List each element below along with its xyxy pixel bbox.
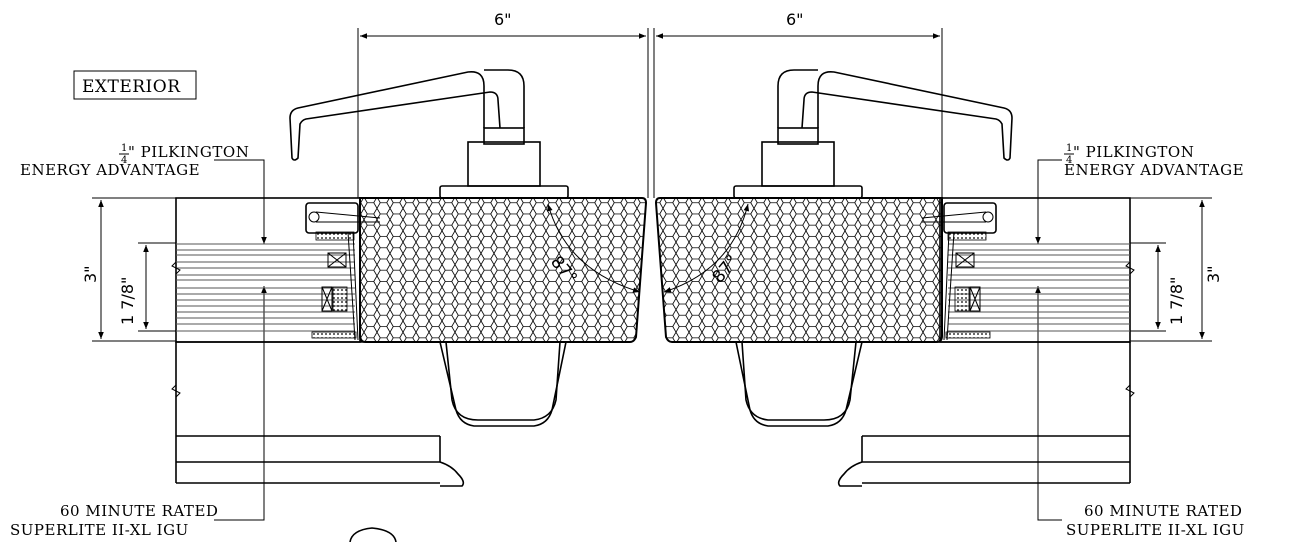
left-frame-depth-label: 3" [81, 265, 100, 283]
right-igu-label-line1: 60 MINUTE RATED [1084, 502, 1242, 520]
width-dimension-left: 6" [494, 10, 512, 29]
right-glass-label-line2: ENERGY ADVANTAGE [1064, 161, 1244, 179]
right-depth-dimensions: 3" 1 7/8" [1130, 197, 1223, 342]
top-dimension-left: 6" [357, 10, 649, 198]
right-glass-callout: 1 4 " PILKINGTON ENERGY ADVANTAGE [1035, 143, 1244, 244]
break-marks [171, 261, 1135, 398]
right-igu-label-line2: SUPERLITE II-XL IGU [1066, 521, 1245, 539]
left-glass-callout: 1 4 " PILKINGTON ENERGY ADVANTAGE [20, 143, 267, 244]
left-glass-label-line1: " PILKINGTON [128, 143, 249, 161]
right-glass-depth-label: 1 7/8" [1167, 277, 1186, 325]
left-depth-dimensions: 3" 1 7/8" [81, 197, 176, 342]
svg-text:1: 1 [121, 143, 127, 154]
width-dimension-right: 6" [786, 10, 804, 29]
detail-bubble [349, 527, 397, 542]
left-glass-label-line2: ENERGY ADVANTAGE [20, 161, 200, 179]
exterior-label-box: EXTERIOR [73, 70, 197, 100]
right-igu-callout: 60 MINUTE RATED SUPERLITE II-XL IGU [1035, 286, 1245, 539]
svg-text:4: 4 [121, 155, 127, 166]
left-glass-depth-label: 1 7/8" [118, 277, 137, 325]
exterior-label: EXTERIOR [82, 77, 181, 97]
right-frame-depth-label: 3" [1204, 265, 1223, 283]
right-glass-label-line1: " PILKINGTON [1073, 143, 1194, 161]
top-dimension-right: 6" [653, 10, 943, 198]
svg-text:4: 4 [1066, 155, 1072, 166]
svg-text:1: 1 [1066, 143, 1072, 154]
left-igu-label-line1: 60 MINUTE RATED [60, 502, 218, 520]
left-igu-callout: 60 MINUTE RATED SUPERLITE II-XL IGU [10, 286, 267, 539]
left-igu-label-line2: SUPERLITE II-XL IGU [10, 521, 189, 539]
